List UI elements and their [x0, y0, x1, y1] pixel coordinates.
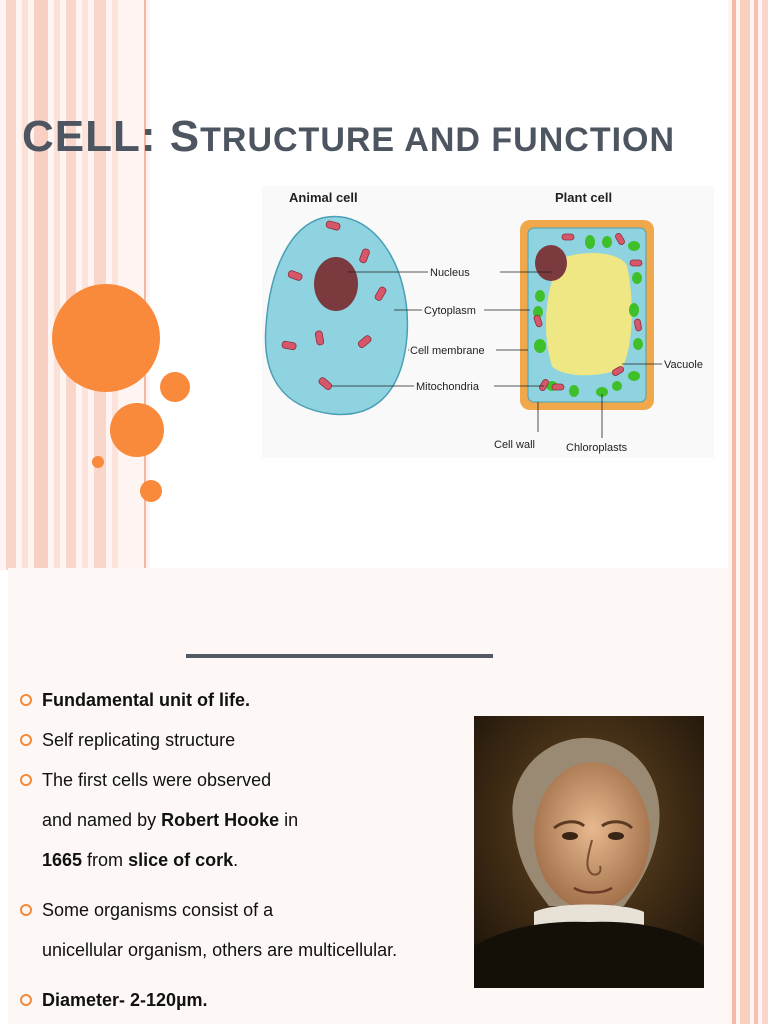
- bullet-item: Some organisms consist of a: [20, 890, 470, 930]
- animal-nucleus: [314, 257, 358, 311]
- bullet-text: 1665: [42, 850, 83, 870]
- bullet-item: 1665 from slice of cork.: [20, 840, 470, 880]
- animal-cell-title: Animal cell: [289, 190, 358, 205]
- bullet-item: The first cells were observed: [20, 760, 470, 800]
- cell-diagram: Animal cell Plant cell: [262, 186, 714, 458]
- label-chloroplasts: Chloroplasts: [566, 442, 628, 454]
- orange-circles-decoration: [52, 284, 190, 502]
- title-initial-c: C: [22, 112, 55, 161]
- label-vacuole: Vacuole: [664, 359, 703, 371]
- bullet-text: .: [233, 850, 239, 870]
- bullet-text: Fundamental unit of life.: [42, 690, 250, 710]
- bullet-item: Self replicating structure: [20, 720, 470, 760]
- bullet-list: Fundamental unit of life. Self replicatin…: [20, 680, 470, 1020]
- title-rest: TRUCTURE AND FUNCTION: [200, 121, 676, 159]
- label-mitochondria: Mitochondria: [416, 381, 480, 393]
- bullet-text: Self replicating structure: [42, 730, 236, 750]
- right-stripe-decoration: [728, 0, 768, 1024]
- title-initial-s: S: [169, 112, 201, 161]
- bullet-circle-icon: [20, 774, 32, 786]
- bullet-circle-icon: [20, 904, 32, 916]
- divider-rule: [186, 654, 493, 658]
- label-cell-wall: Cell wall: [494, 439, 535, 451]
- robert-hooke-portrait: [474, 716, 704, 988]
- bullet-text: from: [82, 850, 129, 870]
- bullet-item: Diameter- 2-120µm.: [20, 980, 470, 1020]
- bullet-text: Robert Hooke: [161, 810, 280, 830]
- bullet-text: Diameter- 2-120µm.: [42, 990, 208, 1010]
- title-cell: ELL:: [54, 112, 170, 161]
- slide-title: CELL: STRUCTURE AND FUNCTION: [22, 112, 762, 162]
- bullet-item: Fundamental unit of life.: [20, 680, 470, 720]
- label-cell-membrane: Cell membrane: [410, 345, 485, 357]
- bullet-text: slice of cork: [128, 850, 234, 870]
- label-nucleus: Nucleus: [430, 267, 470, 279]
- bullet-item: unicellular organism, others are multice…: [20, 930, 470, 970]
- bullet-text: The first cells were observed: [42, 770, 272, 790]
- plant-cell-title: Plant cell: [555, 190, 613, 205]
- label-cytoplasm: Cytoplasm: [424, 305, 476, 317]
- bullet-circle-icon: [20, 734, 32, 746]
- bullet-text: Some organisms consist of a: [42, 900, 274, 920]
- cell-diagram-illustration: Nucleus Cytoplasm Cell membrane Mitochon…: [264, 215, 703, 454]
- animal-cell-body: [264, 215, 409, 416]
- plant-nucleus: [535, 245, 567, 281]
- bullet-text: in: [279, 810, 299, 830]
- plant-vacuole: [546, 252, 632, 376]
- left-stripe-decoration: [0, 0, 150, 570]
- bullet-text: unicellular organism, others are multice…: [42, 940, 398, 960]
- bullet-circle-icon: [20, 694, 32, 706]
- bullet-circle-icon: [20, 994, 32, 1006]
- bullet-item: and named by Robert Hooke in: [20, 800, 470, 840]
- bullet-text: and named by: [42, 810, 162, 830]
